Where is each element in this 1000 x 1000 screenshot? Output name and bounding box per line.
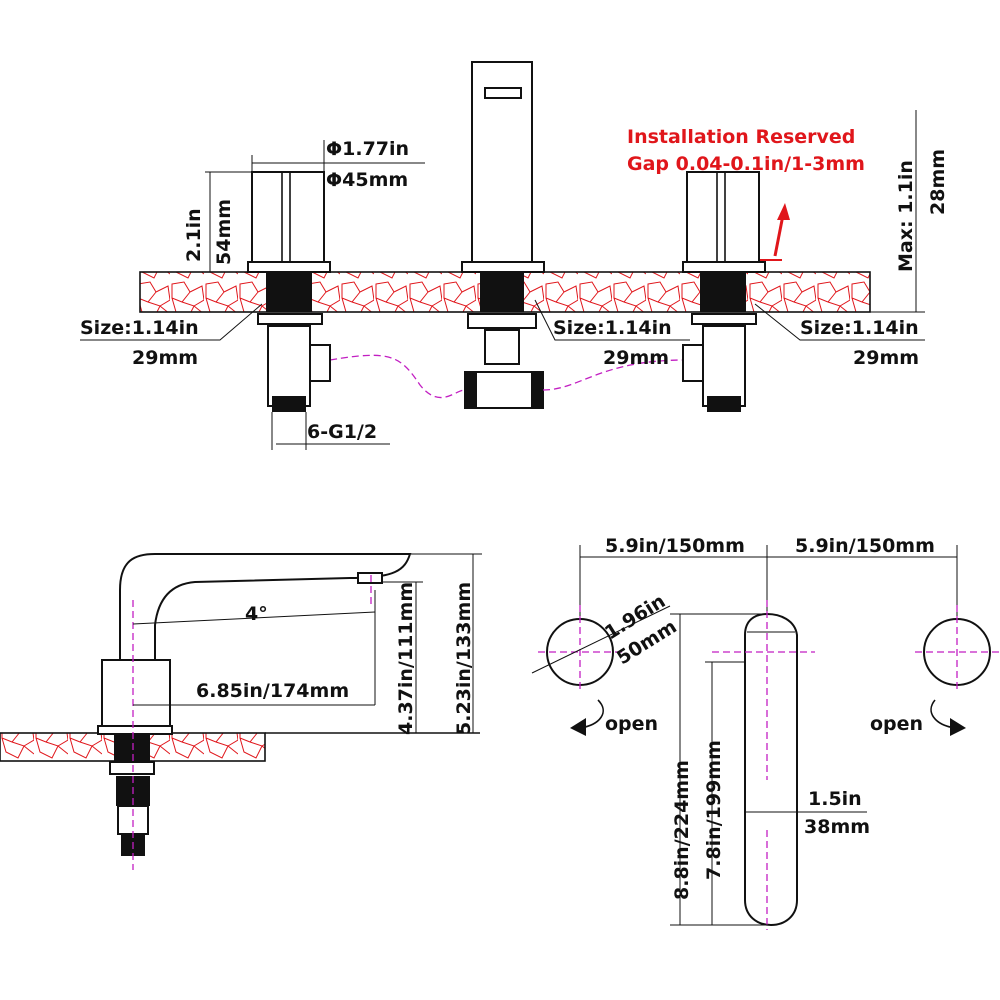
spout-length: 8.8in/224mm <box>671 760 693 900</box>
spacing-right: 5.9in/150mm <box>795 535 935 557</box>
side-nut <box>109 761 155 775</box>
hole-left-in: Size:1.14in <box>80 317 199 339</box>
hose-left <box>329 354 466 399</box>
tee-thread-right <box>531 372 543 408</box>
left-nut <box>257 313 323 325</box>
hole-center-mm: 29mm <box>603 347 669 369</box>
handle-height-mm: 54mm <box>213 199 235 265</box>
side-spout <box>119 553 412 661</box>
right-valve <box>702 325 746 407</box>
thread-size: 6-G1/2 <box>307 421 377 443</box>
max-thickness-mm: 28mm <box>927 149 949 215</box>
gap-note-line2: Gap 0.04-0.1in/1-3mm <box>627 153 865 175</box>
side-base <box>97 725 173 735</box>
open-label-right: open <box>870 713 923 735</box>
side-stem <box>114 734 150 761</box>
tee-connector <box>464 371 544 409</box>
spout-height: 4.37in/111mm <box>395 582 417 735</box>
spout-base <box>461 261 545 273</box>
spout-angle: 4° <box>245 603 268 625</box>
handle-diameter-mm: Φ45mm <box>326 169 408 191</box>
handle-height-in: 2.1in <box>183 208 205 262</box>
side-aerator <box>357 572 383 584</box>
spout-reach: 6.85in/174mm <box>196 680 349 702</box>
left-stem <box>266 272 312 312</box>
spout-outlet <box>484 87 522 99</box>
right-thread <box>707 396 741 412</box>
gap-arrow <box>773 214 785 257</box>
spout-stem <box>480 272 524 312</box>
left-handle <box>251 171 325 263</box>
left-valve <box>267 325 311 407</box>
left-thread <box>272 396 306 412</box>
spacing-left: 5.9in/150mm <box>605 535 745 557</box>
tee-thread-left <box>465 372 477 408</box>
side-handle-body <box>101 659 171 728</box>
gap-note-line1: Installation Reserved <box>627 126 855 148</box>
hole-right-mm: 29mm <box>853 347 919 369</box>
open-arrow-left-head <box>570 718 586 736</box>
spout-width-in: 1.5in <box>808 788 862 810</box>
front-view: Φ1.77in Φ45mm 2.1in 54mm Installation Re… <box>80 61 949 450</box>
right-handle <box>686 171 760 263</box>
right-stem <box>700 272 746 312</box>
top-view: 5.9in/150mm 5.9in/150mm 1.96in 50mm open… <box>531 535 1000 930</box>
spout-nut <box>467 313 537 329</box>
left-handle-base <box>247 261 331 273</box>
left-outlet <box>309 344 331 382</box>
right-nut <box>691 313 757 325</box>
hole-left-mm: 29mm <box>132 347 198 369</box>
hose-right <box>542 359 686 391</box>
hole-right-in: Size:1.14in <box>800 317 919 339</box>
total-height: 5.23in/133mm <box>453 582 475 735</box>
open-label-left: open <box>605 713 658 735</box>
gap-arrow-head <box>777 203 790 220</box>
spout-nut2 <box>484 329 520 365</box>
hole-center-in: Size:1.14in <box>553 317 672 339</box>
spout-top <box>744 612 798 927</box>
max-thickness-in: Max: 1.1in <box>895 160 917 272</box>
spout-length-inner: 7.8in/199mm <box>703 740 725 880</box>
open-arrow-right-head <box>950 718 966 736</box>
right-outlet <box>682 344 704 382</box>
spout-width-mm: 38mm <box>804 816 870 838</box>
right-handle-base <box>682 261 766 273</box>
handle-diameter-in: Φ1.77in <box>326 138 409 160</box>
side-view: 4° 6.85in/174mm 4.37in/111mm 5.23in/133m… <box>0 553 482 870</box>
